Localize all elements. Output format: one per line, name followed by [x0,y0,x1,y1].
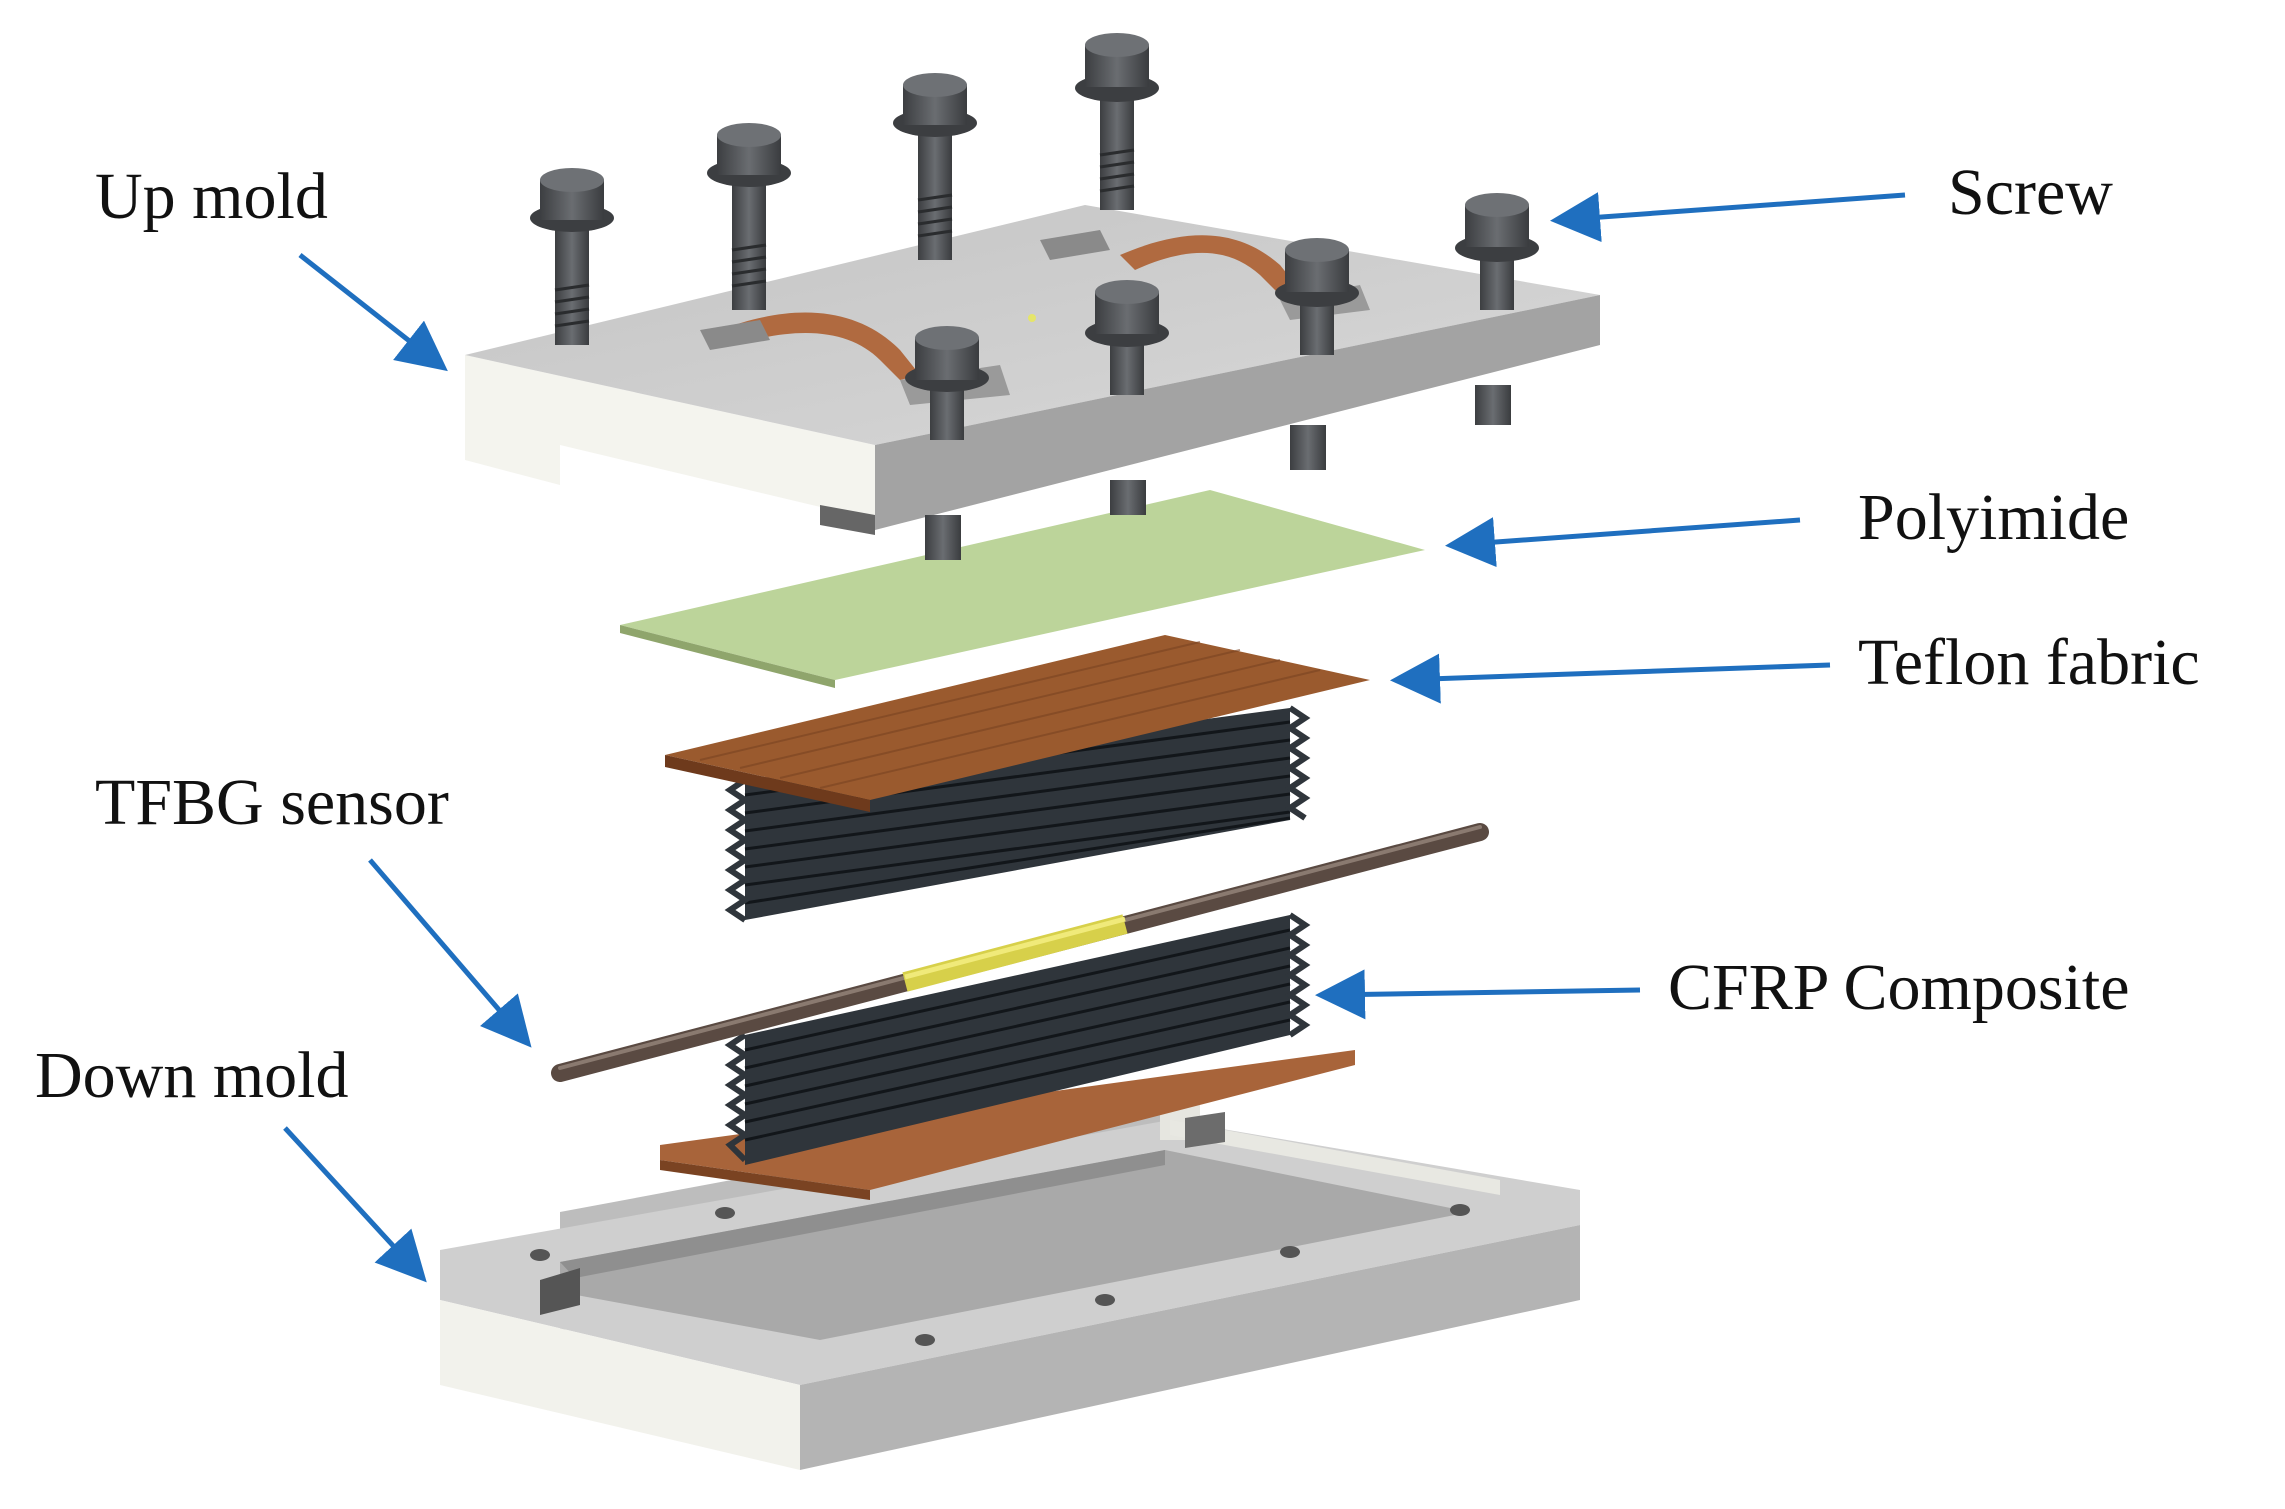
screw-3 [893,73,977,260]
label-screw: Screw [1948,156,2113,229]
arrow-cfrp-composite [1315,969,1641,1020]
arrow-polyimide [1445,517,1801,568]
teflon-fabric-top [665,635,1370,812]
callout-arrows [283,192,1906,1283]
down-mold [440,1095,1580,1470]
tfbg-sensor [551,823,1489,1082]
screw-7 [1085,280,1169,395]
cfrp-composite-stack-top [724,705,1311,923]
label-tfbg-sensor: TFBG sensor [95,766,449,839]
screw-2 [707,123,791,310]
label-down-mold: Down mold [35,1039,349,1112]
up-mold [465,205,1600,560]
screw-1 [530,168,614,345]
label-polyimide: Polyimide [1858,481,2130,554]
arrow-tfbg-sensor [368,858,532,1048]
label-up-mold: Up mold [95,160,328,233]
screw-4 [1075,33,1159,210]
cfrp-composite-stack-bottom [724,912,1311,1165]
arrow-down-mold [283,1126,427,1283]
arrow-teflon-fabric [1390,653,1831,704]
screw-8 [905,326,989,440]
label-cfrp-composite: CFRP Composite [1668,951,2130,1024]
screws [530,33,1539,440]
label-teflon-fabric: Teflon fabric [1858,626,2200,699]
screw-5 [1455,193,1539,310]
arrow-up-mold [298,253,448,372]
screw-6 [1275,238,1359,355]
polyimide-film [620,490,1425,688]
arrow-screw [1550,192,1906,243]
teflon-fabric-bottom [660,1050,1355,1200]
